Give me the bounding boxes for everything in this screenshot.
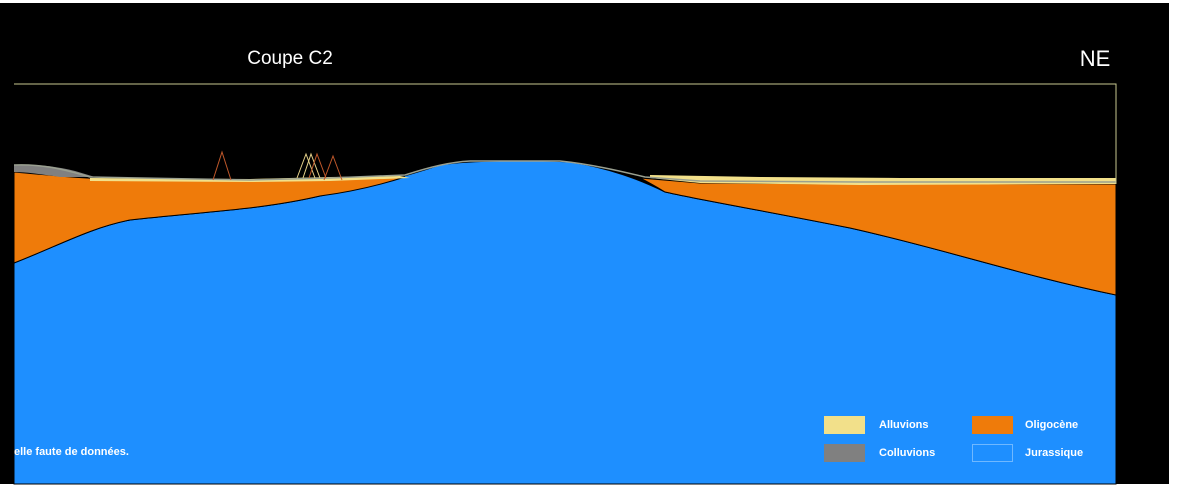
legend-swatch-alluvions — [824, 416, 865, 434]
colluvions-patch — [14, 164, 95, 177]
oligocene-layer-right — [639, 177, 1117, 296]
legend-label-alluvions: Alluvions — [879, 419, 929, 431]
legend-swatch-jurassique — [972, 444, 1013, 462]
legend-item-colluvions: Colluvions — [824, 444, 935, 462]
legend-swatch-colluvions — [824, 444, 865, 462]
section-frame — [14, 83, 1117, 184]
legend-label-jurassique: Jurassique — [1025, 447, 1084, 459]
orientation-label: NE — [1079, 46, 1111, 71]
fault-marker — [212, 150, 232, 181]
fault-marker — [308, 152, 327, 179]
legend-item-jurassique: Jurassique — [972, 444, 1083, 462]
legend-label-oligocene: Oligocène — [1025, 419, 1079, 431]
legend-item-oligocene: Oligocène — [972, 416, 1078, 434]
legend-swatch-oligocene — [972, 416, 1013, 434]
legend-label-colluvions: Colluvions — [879, 447, 936, 459]
section-title: Coupe C2 — [247, 48, 333, 69]
fault-marker — [302, 152, 321, 179]
legend-item-alluvions: Alluvions — [824, 416, 929, 434]
data-gap-note: elle faute de données. — [14, 446, 129, 458]
surface-line — [13, 160, 1116, 183]
fault-marker — [323, 154, 343, 181]
